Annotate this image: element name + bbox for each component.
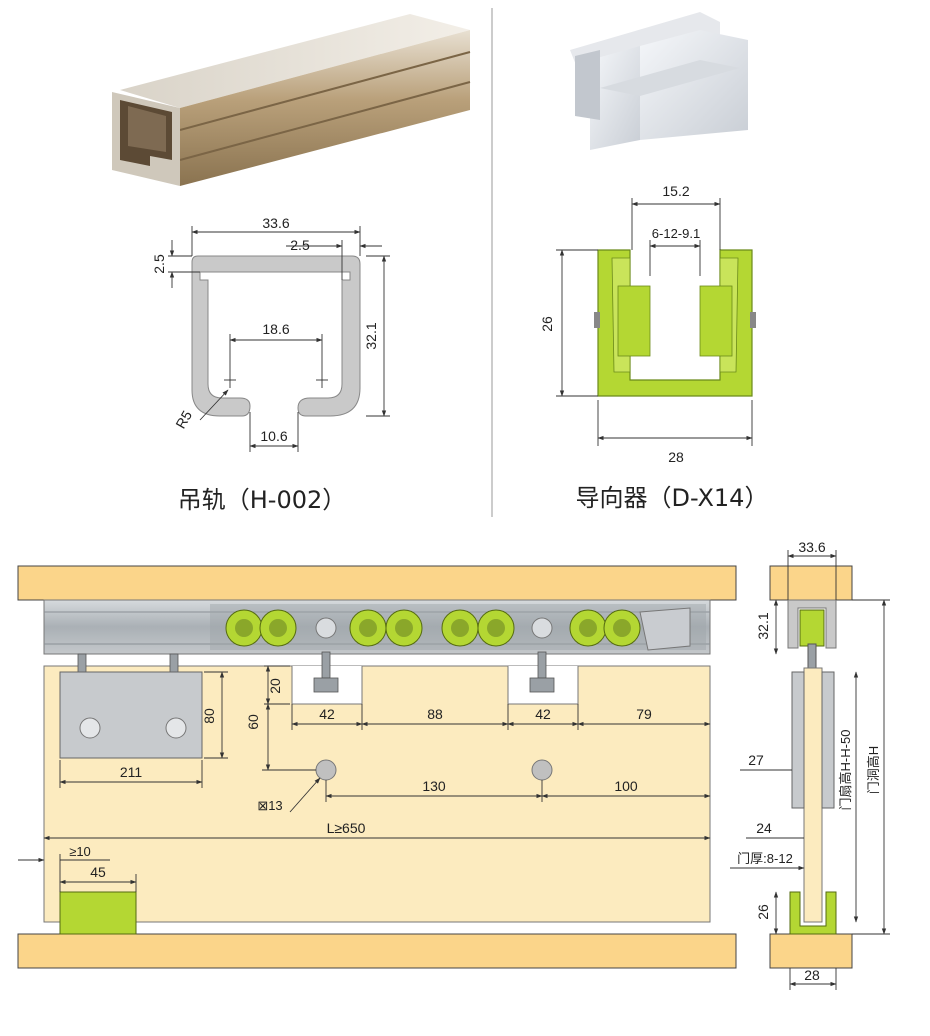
dim-100: 100 [614, 778, 638, 794]
side-dim-guide-h: 26 [755, 904, 771, 920]
dim-min10: ≥10 [69, 844, 91, 859]
side-top-beam [769, 565, 853, 601]
dim-130: 130 [422, 778, 446, 794]
side-dim-bottom: 28 [804, 967, 820, 983]
guide-dim-width: 28 [668, 449, 684, 465]
assembly-front-view: 42 88 42 79 20 60 80 211 130 100 ⊠13 L≥6… [17, 565, 737, 969]
rail-product-image [112, 14, 471, 186]
dim-88: 88 [427, 706, 443, 722]
rail-dim-width: 33.6 [262, 215, 289, 231]
side-dim-27: 27 [748, 752, 764, 768]
rail-dim-radius: R5 [172, 408, 195, 432]
rail-profile [191, 255, 361, 417]
dim-211: 211 [120, 764, 143, 780]
side-floor [769, 933, 853, 969]
side-dim-top: 33.6 [798, 539, 825, 555]
side-door-panel [803, 667, 823, 923]
door-hole [315, 759, 337, 781]
side-door-height: 门扇高H-H-50 [838, 730, 853, 811]
roller-wheels [225, 609, 641, 647]
rail-dim-wall: 2.5 [290, 237, 310, 253]
dim-hole: ⊠13 [257, 798, 282, 813]
dim-length: L≥650 [327, 820, 366, 836]
stopper-block [59, 671, 203, 759]
guide-product-image [570, 12, 748, 150]
floor-guide [59, 891, 137, 935]
side-door-thickness: 门厚:8-12 [737, 851, 793, 866]
rail-dim-slot: 10.6 [260, 428, 287, 444]
door-hole [531, 759, 553, 781]
rail-dim-height: 32.1 [363, 322, 379, 349]
guide-caption: 导向器（D-X14） [576, 484, 769, 512]
guide-cross-section: 15.2 6-12-9.1 26 28 [539, 183, 756, 465]
dim-80: 80 [201, 708, 217, 724]
top-beam [17, 565, 737, 601]
guide-dim-gap: 6-12-9.1 [652, 226, 700, 241]
side-guide [789, 891, 837, 935]
dim-20: 20 [267, 678, 283, 694]
dim-42b: 42 [535, 706, 551, 722]
bottom-floor [17, 933, 737, 969]
dim-42a: 42 [319, 706, 335, 722]
rail-cross-section: 33.6 2.5 2.5 32.1 18.6 10.6 R5 [151, 215, 390, 452]
side-dim-rail-h: 32.1 [755, 612, 771, 639]
side-view: 33.6 32.1 27 24 门厚:8-12 26 28 门扇高H-H-50 … [730, 539, 890, 990]
dim-45: 45 [90, 864, 106, 880]
guide-dim-top: 15.2 [662, 183, 689, 199]
side-opening-height: 门洞高H [866, 746, 881, 794]
rail-dim-lip: 2.5 [151, 254, 167, 274]
rail-dim-inner: 18.6 [262, 321, 289, 337]
dim-60: 60 [245, 714, 261, 730]
guide-dim-height: 26 [539, 316, 555, 332]
dim-79: 79 [636, 706, 652, 722]
side-dim-24: 24 [756, 820, 772, 836]
rail-caption: 吊轨（H-002） [178, 486, 347, 514]
